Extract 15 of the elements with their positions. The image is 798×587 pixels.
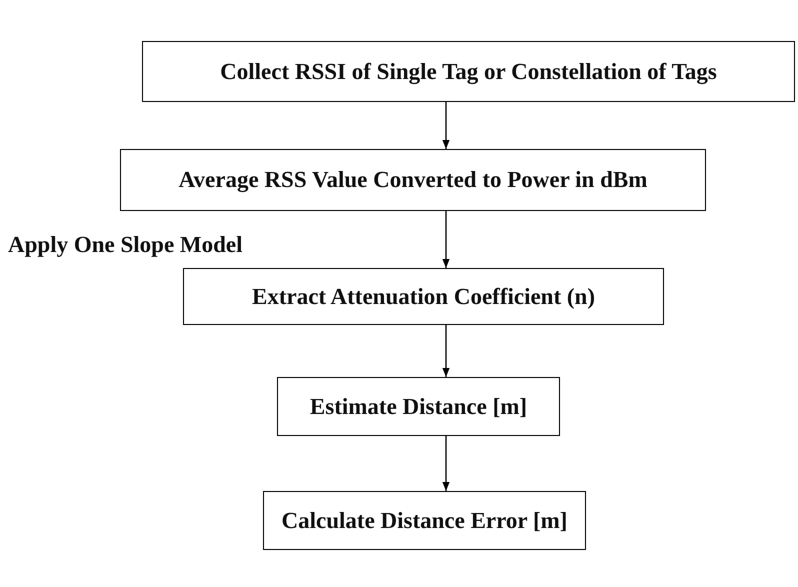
step-text: Estimate Distance [m] bbox=[310, 394, 528, 420]
process-box bbox=[183, 268, 664, 325]
annotation-text: Apply One Slope Model bbox=[8, 232, 243, 258]
step-text: Collect RSSI of Single Tag or Constellation of Tags bbox=[220, 58, 717, 84]
process-box bbox=[263, 491, 586, 550]
arrow bbox=[442, 211, 450, 268]
arrow bbox=[442, 325, 450, 377]
step-text: Extract Attenuation Coefficient (n) bbox=[252, 284, 595, 310]
process-box bbox=[120, 149, 706, 211]
arrow bbox=[442, 102, 450, 149]
step-text: Calculate Distance Error [m] bbox=[282, 508, 568, 534]
step-text: Average RSS Value Converted to Power in dBm bbox=[178, 167, 648, 193]
process-box bbox=[142, 41, 795, 102]
arrow bbox=[442, 436, 450, 491]
process-box bbox=[277, 377, 560, 436]
